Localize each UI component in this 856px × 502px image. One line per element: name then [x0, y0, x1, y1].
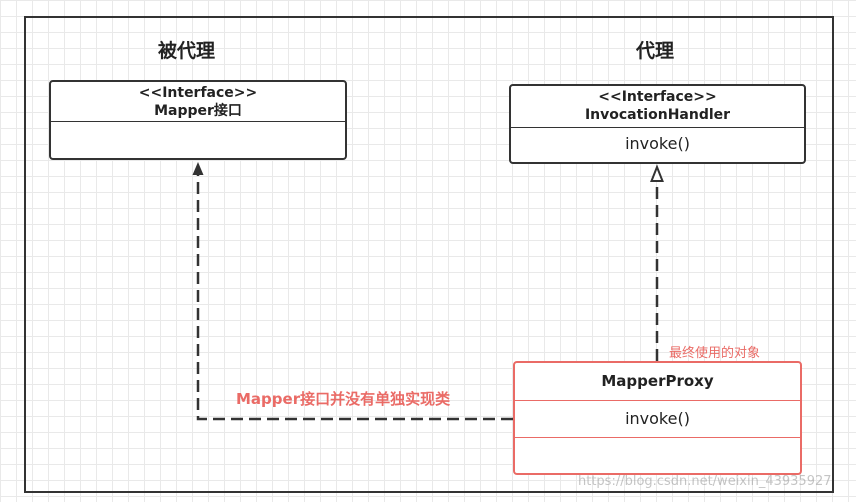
mapper-interface-box: <<Interface>> Mapper接口 — [49, 80, 347, 160]
invocation-handler-header: <<Interface>> InvocationHandler — [511, 86, 804, 128]
invocation-handler-method: invoke() — [625, 134, 690, 153]
invocation-handler-name: InvocationHandler — [584, 107, 731, 123]
diagram-frame — [24, 16, 834, 493]
mapper-proxy-method: invoke() — [515, 401, 800, 438]
watermark: https://blog.csdn.net/weixin_43935927 — [578, 474, 832, 489]
mapper-proxy-name: MapperProxy — [515, 363, 800, 401]
proxy-title: 代理 — [636, 40, 675, 62]
mapper-interface-name: Mapper接口 — [154, 103, 242, 119]
mapper-interface-stereotype: <<Interface>> — [138, 85, 258, 101]
mapper-arrowhead — [192, 162, 204, 175]
mapper-dependency-line — [196, 174, 513, 421]
no-impl-note: Mapper接口并没有单独实现类 — [236, 390, 451, 408]
mapper-interface-header: <<Interface>> Mapper接口 — [51, 82, 345, 122]
final-object-note: 最终使用的对象 — [669, 346, 761, 361]
handler-arrowhead — [650, 164, 664, 182]
invocation-handler-stereotype: <<Interface>> — [598, 89, 717, 105]
proxied-title: 被代理 — [158, 40, 216, 62]
invocation-handler-box: <<Interface>> InvocationHandler invoke() — [509, 84, 806, 164]
mapper-proxy-box: MapperProxy invoke() — [513, 361, 802, 475]
